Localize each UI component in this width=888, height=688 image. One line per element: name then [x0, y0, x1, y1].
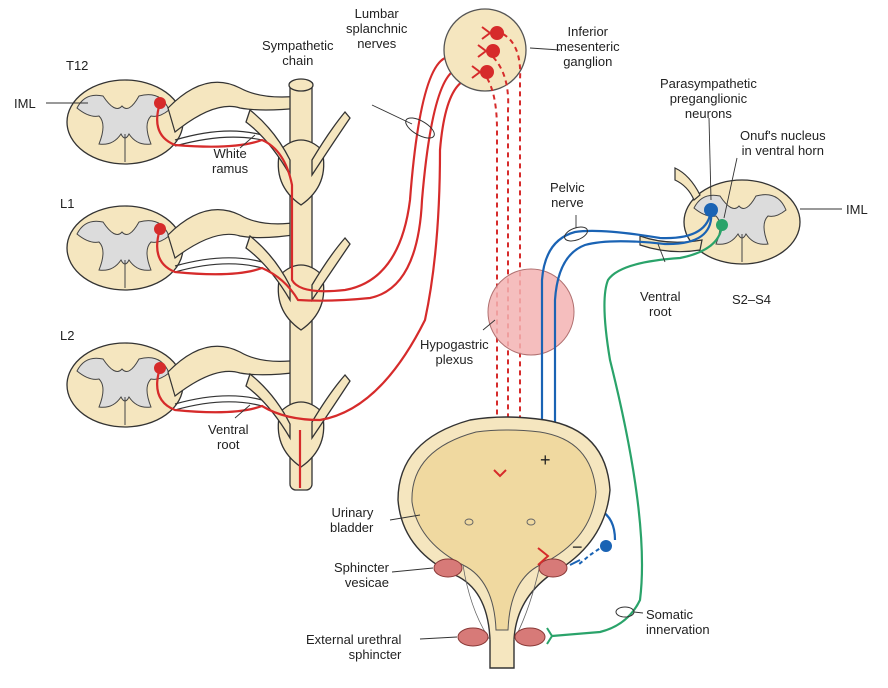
label-lumbar-splanchnic: Lumbar splanchnic nerves: [346, 6, 408, 51]
label-l1: L1: [60, 196, 75, 211]
label-external-urethral: External urethral sphincter: [306, 632, 402, 662]
label-inferior-mesenteric: Inferior mesenteric ganglion: [556, 24, 620, 69]
label-hypogastric-plexus: Hypogastric plexus: [420, 337, 489, 367]
label-sympathetic-chain: Sympathetic chain: [262, 38, 334, 68]
lumbar-splanchnic-marker: [405, 117, 435, 139]
nerve-terminals: [493, 469, 581, 645]
label-iml-left: IML: [14, 96, 36, 111]
somatic-pathway: [551, 224, 724, 638]
label-onufs-nucleus: Onuf's nucleus in ventral horn: [740, 128, 826, 158]
sympathetic-neurons-cord: [154, 97, 166, 374]
label-t12: T12: [66, 58, 89, 73]
label-ventral-root-left: Ventral root: [208, 422, 249, 452]
ganglion-neurons: [471, 26, 504, 79]
spinal-cord-l1: [66, 205, 184, 291]
sympathetic-chain: [245, 78, 351, 491]
postganglionic-dashed: [486, 33, 536, 561]
label-white-ramus: White ramus: [212, 146, 249, 176]
label-minus: −: [572, 537, 583, 557]
label-pelvic-nerve: Pelvic nerve: [550, 180, 585, 210]
label-l2: L2: [60, 328, 75, 343]
label-ventral-root-right: Ventral root: [640, 289, 681, 319]
label-iml-right: IML: [846, 202, 868, 217]
spinal-cord-l2: [66, 342, 184, 428]
sphincter-vesicae: [433, 558, 568, 578]
label-parasympathetic: Parasympathetic preganglionic neurons: [660, 76, 757, 121]
spinal-roots-left: [167, 81, 301, 411]
label-urinary-bladder: Urinary bladder: [330, 505, 374, 535]
label-plus: +: [540, 450, 551, 470]
label-s2-s4: S2–S4: [732, 292, 772, 307]
leader-lines: [46, 47, 842, 640]
external-urethral-sphincter: [457, 627, 546, 647]
label-somatic-innervation: Somatic innervation: [646, 607, 710, 637]
label-sphincter-vesicae: Sphincter vesicae: [334, 560, 389, 590]
sympathetic-pathways: [156, 46, 483, 488]
pelvic-nerve-marker: [564, 226, 588, 242]
spinal-cord-t12: [66, 79, 184, 165]
hypogastric-plexus: [487, 268, 575, 356]
